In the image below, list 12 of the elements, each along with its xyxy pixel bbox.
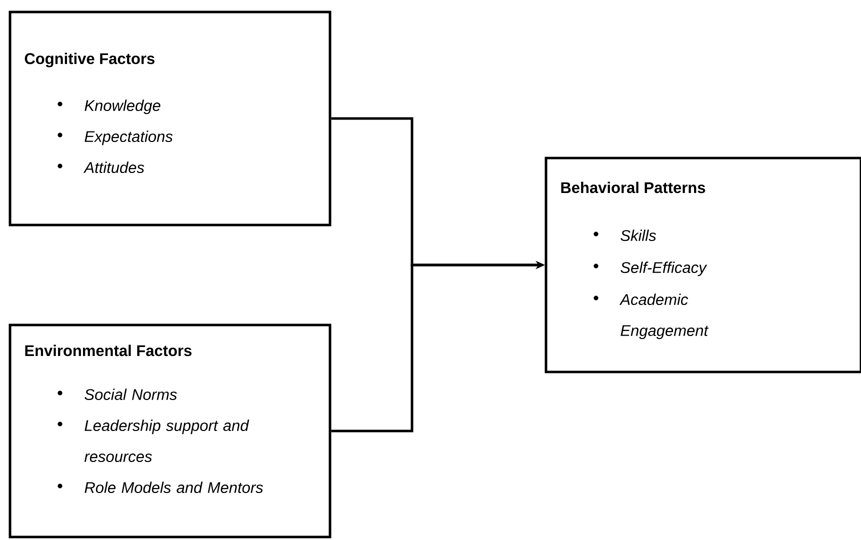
bullet-item: Attitudes bbox=[58, 162, 144, 174]
bullet-item: Knowledge bbox=[58, 100, 160, 114]
bullet-item: Academic Engagement bbox=[594, 294, 709, 340]
box-heading: Cognitive Factors bbox=[24, 52, 154, 68]
box-heading: Environmental Factors bbox=[25, 344, 192, 356]
bullet-item: Role Models and Mentors bbox=[58, 482, 264, 494]
bullet-item: Self-Efficacy bbox=[594, 262, 708, 276]
bullet-item: Leadership support and resources bbox=[58, 420, 250, 462]
bullet-item: Social Norms bbox=[58, 388, 177, 400]
box-heading: Behavioral Patterns bbox=[561, 182, 706, 194]
bullet-item: Skills bbox=[594, 230, 656, 242]
bullet-item: Expectations bbox=[58, 130, 173, 146]
